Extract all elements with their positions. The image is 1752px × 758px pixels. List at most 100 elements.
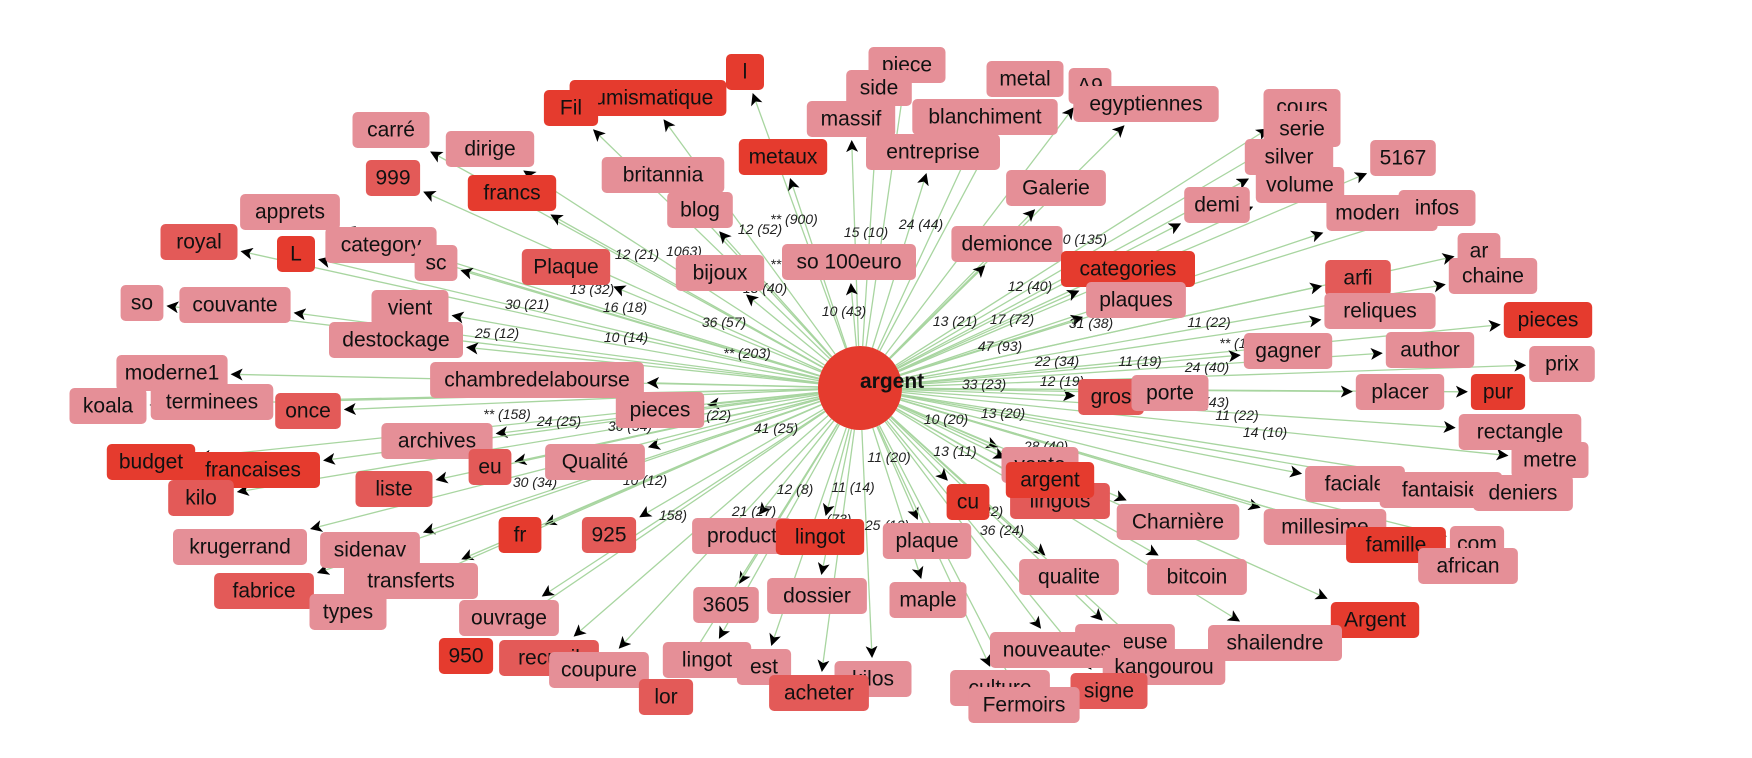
hub-node[interactable]: argent	[818, 346, 924, 430]
node-qualite[interactable]: Qualité	[545, 444, 645, 480]
node-chaine[interactable]: chaine	[1448, 258, 1538, 294]
node-pieces[interactable]: pieces	[1503, 302, 1593, 338]
node-bitcoin[interactable]: bitcoin	[1147, 559, 1247, 595]
node-plaque[interactable]: plaque	[882, 523, 972, 559]
node-apprets[interactable]: apprets	[240, 194, 340, 230]
node-bijoux[interactable]: bijoux	[675, 255, 765, 291]
node-rectangle[interactable]: rectangle	[1458, 414, 1582, 450]
node-argent[interactable]: Argent	[1330, 602, 1420, 638]
node-ouvrage[interactable]: ouvrage	[459, 600, 559, 636]
node-999[interactable]: 999	[365, 160, 421, 196]
node-liste[interactable]: liste	[355, 471, 433, 507]
node-placer[interactable]: placer	[1355, 374, 1445, 410]
node-so-100euro[interactable]: so 100euro	[782, 244, 916, 280]
node-pur[interactable]: pur	[1470, 374, 1526, 410]
node-volume[interactable]: volume	[1255, 167, 1345, 203]
node-chambredelabourse[interactable]: chambredelabourse	[430, 362, 644, 398]
node-l[interactable]: L	[277, 236, 315, 272]
node-eu[interactable]: eu	[468, 449, 512, 485]
node-label: destockage	[342, 329, 449, 352]
node-maple[interactable]: maple	[889, 582, 967, 618]
node-fabrice[interactable]: fabrice	[214, 573, 314, 609]
node-metaux[interactable]: metaux	[738, 139, 828, 175]
node-archives[interactable]: archives	[381, 423, 493, 459]
node-deniers[interactable]: deniers	[1473, 475, 1573, 511]
node-blog[interactable]: blog	[667, 192, 733, 228]
node-entreprise[interactable]: entreprise	[866, 134, 1000, 170]
node-label: metre	[1523, 449, 1577, 472]
node-cu[interactable]: cu	[946, 484, 990, 520]
node-categories[interactable]: categories	[1061, 251, 1195, 287]
node-metre[interactable]: metre	[1511, 442, 1589, 478]
node-infos[interactable]: infos	[1398, 190, 1476, 226]
node-nouveautes[interactable]: nouveautes	[990, 632, 1124, 668]
node-blanchiment[interactable]: blanchiment	[912, 99, 1058, 135]
node-kilo[interactable]: kilo	[168, 480, 234, 516]
node-dossier[interactable]: dossier	[767, 578, 867, 614]
node-gagner[interactable]: gagner	[1243, 333, 1333, 369]
node-krugerrand[interactable]: krugerrand	[173, 529, 307, 565]
node-carre[interactable]: carré	[352, 112, 430, 148]
node-charniere[interactable]: Charnière	[1116, 504, 1240, 540]
node-pieces[interactable]: pieces	[615, 392, 705, 428]
node-vient[interactable]: vient	[371, 290, 449, 326]
node-sidenav[interactable]: sidenav	[320, 532, 420, 568]
node-sc[interactable]: sc	[414, 245, 458, 281]
node-porte[interactable]: porte	[1131, 375, 1209, 411]
node-metal[interactable]: metal	[986, 61, 1064, 97]
node-couvante[interactable]: couvante	[179, 287, 291, 323]
node-lingot[interactable]: lingot	[775, 519, 865, 555]
node-britannia[interactable]: britannia	[601, 157, 725, 193]
node-budget[interactable]: budget	[106, 444, 196, 480]
node-francs[interactable]: francs	[467, 175, 557, 211]
node-egyptiennes[interactable]: egyptiennes	[1073, 86, 1219, 122]
node-product[interactable]: product	[692, 518, 792, 554]
node-plaque[interactable]: Plaque	[521, 249, 611, 285]
node-transferts[interactable]: transferts	[344, 563, 478, 599]
node-coupure[interactable]: coupure	[549, 652, 649, 688]
node-lingot[interactable]: lingot	[662, 642, 752, 678]
node-terminees[interactable]: terminees	[150, 384, 274, 420]
node-reliques[interactable]: reliques	[1324, 293, 1436, 329]
node-gros[interactable]: gros	[1078, 379, 1144, 415]
node-moderne1[interactable]: moderne1	[116, 355, 228, 391]
node-qualite[interactable]: qualite	[1019, 559, 1119, 595]
node-francaises[interactable]: francaises	[186, 452, 320, 488]
node-l[interactable]: l	[726, 54, 764, 90]
edge-categories	[898, 289, 1080, 372]
node-fermoirs[interactable]: Fermoirs	[968, 687, 1080, 723]
node-3605[interactable]: 3605	[693, 587, 759, 623]
node-fr[interactable]: fr	[498, 517, 542, 553]
node-demionce[interactable]: demionce	[951, 226, 1063, 262]
node-950[interactable]: 950	[438, 638, 494, 674]
node-side[interactable]: side	[846, 70, 912, 106]
node-argent[interactable]: argent	[1005, 462, 1095, 498]
node-shailendre[interactable]: shailendre	[1208, 625, 1342, 661]
node-prix[interactable]: prix	[1529, 346, 1595, 382]
node-acheter[interactable]: acheter	[769, 675, 869, 711]
node-galerie[interactable]: Galerie	[1006, 170, 1106, 206]
node-arfi[interactable]: arfi	[1325, 260, 1391, 296]
node-author[interactable]: author	[1385, 332, 1475, 368]
node-types[interactable]: types	[309, 594, 387, 630]
node-925[interactable]: 925	[581, 517, 637, 553]
node-african[interactable]: african	[1418, 548, 1518, 584]
node-once[interactable]: once	[275, 393, 341, 429]
node-so[interactable]: so	[120, 285, 164, 321]
node-demi[interactable]: demi	[1184, 187, 1250, 223]
node-serie[interactable]: serie	[1263, 111, 1341, 147]
node-5167[interactable]: 5167	[1370, 140, 1436, 176]
node-royal[interactable]: royal	[160, 224, 238, 260]
node-lor[interactable]: lor	[638, 679, 694, 715]
node-koala[interactable]: koala	[69, 388, 147, 424]
node-fil[interactable]: Fil	[543, 90, 599, 126]
node-silver[interactable]: silver	[1244, 139, 1334, 175]
node-massif[interactable]: massif	[806, 101, 896, 137]
node-dirige[interactable]: dirige	[445, 131, 535, 167]
node-signe[interactable]: signe	[1070, 673, 1148, 709]
node-category[interactable]: category	[325, 227, 437, 263]
node-destockage[interactable]: destockage	[329, 322, 463, 358]
node-numismatique[interactable]: numismatique	[569, 80, 727, 116]
node-fantaisie[interactable]: fantaisie	[1379, 472, 1503, 508]
node-plaques[interactable]: plaques	[1086, 282, 1186, 318]
